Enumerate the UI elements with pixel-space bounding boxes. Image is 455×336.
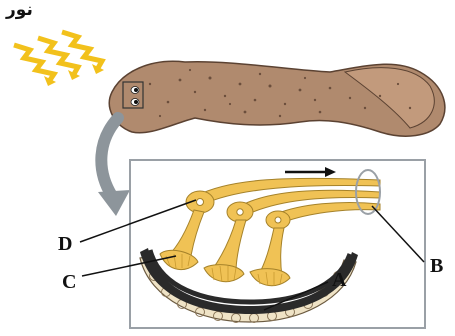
label-a: A — [332, 270, 346, 290]
label-b: B — [430, 256, 443, 276]
planarian-body — [109, 61, 444, 136]
light-rays-icon — [14, 32, 104, 86]
label-c: C — [62, 272, 76, 292]
zoom-arrow-icon — [98, 118, 130, 216]
label-d: D — [58, 234, 72, 254]
